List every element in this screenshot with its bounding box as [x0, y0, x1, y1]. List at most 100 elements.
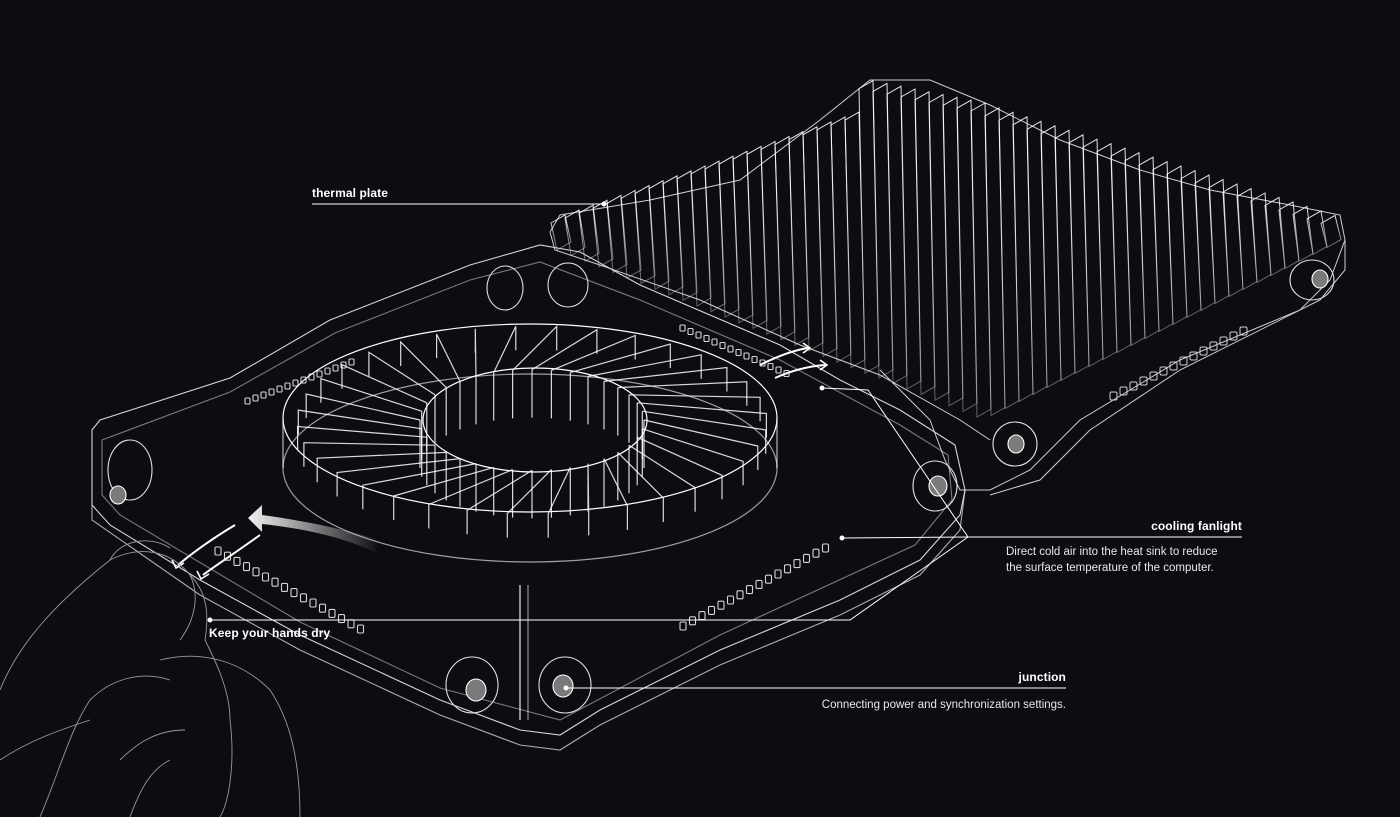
screw-mount-heat-sink-right: [1289, 259, 1335, 301]
base-vent: [299, 593, 308, 603]
airflow-arrow-small-left: [171, 524, 261, 581]
fan-blade: [466, 469, 533, 535]
fan-blade: [603, 458, 628, 530]
heat-sink-fin: [564, 209, 586, 257]
base-vent: [698, 611, 706, 621]
base-vent: [309, 598, 317, 608]
leader-cooling-fanlight: [207, 385, 1242, 623]
base-vent: [679, 324, 686, 332]
callout-junction-desc: Connecting power and synchronization set…: [821, 699, 1066, 711]
hand-sketch: [0, 540, 301, 817]
fan-blade: [436, 333, 461, 430]
fan-blade: [636, 436, 723, 500]
fan-blade: [362, 463, 477, 512]
heat-sink-fins: [550, 79, 1342, 418]
airflow-arrow-large: [248, 505, 380, 552]
heat-sink-fin: [1292, 205, 1314, 263]
callout-cooling-fanlight-desc-line1: Direct cold air into the heat sink to re…: [1006, 546, 1218, 558]
fan-blade: [531, 328, 598, 418]
fan-blade: [587, 463, 590, 536]
fan-blade: [428, 469, 514, 529]
heat-sink-vent: [1219, 336, 1228, 346]
heat-sink-base: [549, 231, 991, 441]
fan-blade: [493, 325, 517, 421]
base-vent: [767, 362, 774, 371]
base-vent: [316, 370, 323, 378]
base-vent: [711, 338, 718, 346]
base-vent: [328, 608, 336, 618]
fan-blade: [341, 363, 428, 451]
heat-sink-fin: [648, 179, 670, 291]
fan-blade: [550, 334, 636, 419]
fan-blade: [603, 366, 728, 430]
heat-sink-vent: [1139, 376, 1148, 386]
base-vent: [751, 355, 758, 364]
base-vent: [735, 348, 742, 357]
heat-sink-fin: [634, 184, 656, 285]
base-vent: [242, 562, 251, 572]
screw-mount-top-left: [486, 262, 589, 311]
heat-sink-fin: [550, 214, 572, 251]
heat-sink-fin: [592, 199, 614, 268]
heat-sink-vent: [1209, 341, 1218, 351]
fan-ring-top: [282, 323, 778, 513]
heat-sink-vent: [1159, 366, 1168, 376]
screw-mount-right: [912, 460, 958, 512]
base-vent: [717, 600, 725, 610]
base-vents: [214, 324, 830, 634]
screw-mount-bottom-right: [538, 656, 592, 714]
base-plate-outline: [91, 244, 966, 736]
heat-sink-fin: [1306, 210, 1328, 256]
base-vent: [324, 367, 331, 375]
heat-sink-vent: [1129, 381, 1138, 391]
base-vent: [783, 564, 792, 574]
airflow-arrow-small-right: [759, 342, 829, 379]
base-vent: [745, 585, 754, 595]
callout-thermal-plate-title: thermal plate: [312, 186, 388, 200]
fan-blade: [587, 354, 702, 425]
callout-junction-title: junction: [1018, 670, 1066, 684]
side-vent-row: [1109, 326, 1248, 401]
base-vent: [233, 556, 241, 566]
leader-thermal-plate: [312, 201, 607, 207]
base-vent: [703, 334, 710, 343]
base-vent: [268, 388, 275, 396]
fan-blade: [316, 451, 447, 501]
fan-blade: [569, 343, 671, 421]
base-vent: [300, 376, 307, 384]
base-vent: [348, 358, 355, 366]
base-plate-bottom-edge: [91, 489, 966, 751]
base-vent: [290, 588, 298, 598]
heat-sink-vent: [1109, 391, 1118, 401]
heat-sink-fin: [578, 204, 600, 263]
heat-sink-outline: [549, 79, 1346, 491]
fan-blade: [303, 442, 436, 494]
base-vent: [812, 548, 820, 558]
fan-blade: [305, 393, 421, 468]
base-vent: [793, 559, 801, 569]
screw-mount-left: [107, 439, 153, 505]
base-vent: [271, 577, 279, 587]
base-vent: [244, 397, 251, 405]
heat-sink-vent: [1149, 371, 1158, 381]
base-vent: [356, 624, 365, 634]
base-vent: [743, 352, 750, 360]
fan-blade: [617, 451, 664, 522]
base-vent: [719, 341, 726, 350]
fan-blade: [628, 444, 696, 512]
leader-junction: [563, 685, 1066, 691]
fan-blade: [547, 467, 571, 538]
airflow-arrows: [171, 342, 829, 581]
fan: [282, 323, 778, 563]
base-vent: [340, 361, 347, 369]
heat-sink-vent: [1169, 361, 1178, 371]
base-vent: [736, 590, 744, 600]
heat-sink-vent: [1189, 351, 1198, 361]
base-vent: [775, 366, 782, 374]
screw-mounts: [107, 259, 1335, 720]
fan-blade: [400, 340, 447, 436]
base-vent: [292, 379, 299, 387]
base-plate: [91, 244, 966, 751]
fan-blade: [512, 325, 558, 419]
